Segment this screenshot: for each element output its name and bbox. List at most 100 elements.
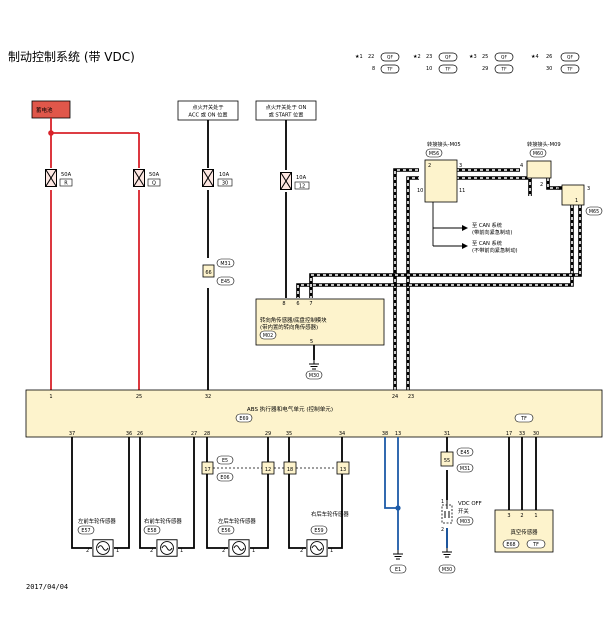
legend-star: ★4 bbox=[531, 54, 539, 60]
abs-pin: 34 bbox=[339, 431, 345, 437]
inline-connector bbox=[261, 461, 275, 475]
legend-entry: ★3 25 QF 29 TF bbox=[469, 52, 514, 74]
ground-wires bbox=[384, 437, 399, 550]
abs-pin: 35 bbox=[286, 431, 292, 437]
connector-pin: 3 bbox=[587, 186, 590, 192]
wheel-sensor-left-front: 左前车轮传感器 E57 2 1 bbox=[71, 517, 130, 557]
splice-point bbox=[48, 130, 54, 136]
module-pin: 5 bbox=[310, 339, 313, 345]
abs-pin: 24 bbox=[392, 394, 398, 400]
can-label: 至 CAN 系统 bbox=[472, 239, 502, 247]
abs-pin: 23 bbox=[408, 394, 414, 400]
fuse: 50A R bbox=[45, 169, 73, 187]
legend-code: QF bbox=[567, 55, 574, 61]
connector-label: M60 bbox=[533, 151, 543, 157]
ground-label: E1 bbox=[395, 567, 401, 573]
sensor-pin: 1 bbox=[534, 513, 537, 519]
connector-label: E56 bbox=[221, 528, 230, 534]
junction-connector-m60 bbox=[526, 160, 552, 179]
abs-pin: 36 bbox=[126, 431, 132, 437]
fuse-rating: 10A bbox=[219, 172, 230, 178]
fuse-rating: 10A bbox=[296, 175, 307, 181]
ground-icon bbox=[308, 360, 320, 370]
abs-pin: 1 bbox=[49, 394, 52, 400]
connector-label: E69 bbox=[239, 416, 248, 422]
can-label: 至 CAN 系统 bbox=[472, 221, 502, 229]
module-pin: 7 bbox=[309, 301, 312, 307]
fuse: 50A Q bbox=[133, 169, 161, 187]
sensor-pin: 1 bbox=[330, 548, 333, 554]
abs-pin: 17 bbox=[506, 431, 512, 437]
wheel-sensor-icon bbox=[228, 539, 250, 557]
legend-code: QF bbox=[501, 55, 508, 61]
connector-pin: 10 bbox=[417, 188, 423, 194]
legend-code: TF bbox=[566, 67, 573, 73]
connector-label: E59 bbox=[314, 528, 323, 534]
connector-label: E58 bbox=[147, 528, 156, 534]
connector-pin: 3 bbox=[459, 163, 462, 169]
ground-label: M30 bbox=[442, 567, 452, 573]
abs-pin: 26 bbox=[137, 431, 143, 437]
inline-pin: 17 bbox=[204, 467, 210, 473]
can-branch bbox=[432, 202, 462, 247]
legend-number: 8 bbox=[372, 66, 375, 72]
legend-star: ★3 bbox=[469, 54, 477, 60]
sensor-label: 右前车轮传感器 bbox=[144, 517, 182, 525]
legend-number: 10 bbox=[426, 66, 432, 72]
connector-label: M31 bbox=[460, 466, 470, 472]
abs-pin: 31 bbox=[444, 431, 450, 437]
module-label: (带内置的转向角传感器) bbox=[260, 323, 318, 331]
legend-star: ★1 bbox=[355, 54, 363, 60]
legend-entry: ★2 23 QF 10 TF bbox=[413, 52, 458, 74]
on-start-label: 或 START 位置 bbox=[269, 111, 304, 119]
wheel-sensor-right-front: 右前车轮传感器 E58 2 1 bbox=[139, 517, 195, 557]
legend-number: 22 bbox=[368, 54, 374, 60]
sensor-pin: 2 bbox=[520, 513, 523, 519]
abs-pin: 32 bbox=[205, 394, 211, 400]
inline-pin: 18 bbox=[287, 467, 293, 473]
steering-angle-module bbox=[255, 298, 385, 346]
junction-title: 转接接头-M09 bbox=[527, 140, 561, 148]
splice-point bbox=[395, 505, 401, 511]
switch-pin: 1 bbox=[441, 499, 444, 505]
connector-m65 bbox=[561, 184, 585, 206]
module-pin: 6 bbox=[296, 301, 299, 307]
sensor-pin: 1 bbox=[252, 548, 255, 554]
acc-on-label: 点火开关处于 bbox=[192, 103, 223, 111]
connector-label: E45 bbox=[221, 279, 230, 285]
wheel-sensor-icon bbox=[92, 539, 114, 557]
abs-control-unit bbox=[25, 389, 603, 438]
ground-icon bbox=[441, 548, 453, 558]
legend-number: 26 bbox=[546, 54, 552, 60]
connector-label: M65 bbox=[589, 209, 599, 215]
vdc-off-label: VDC OFF bbox=[458, 501, 482, 507]
module-label: 转向角传感器/底盘控制模块 bbox=[260, 316, 327, 324]
module-pin: 8 bbox=[282, 301, 285, 307]
vacuum-sensor-label: 真空传感器 bbox=[511, 528, 539, 536]
fuse-id: 12 bbox=[299, 184, 305, 190]
wheel-sensor-wires bbox=[71, 437, 537, 548]
inline-connector bbox=[336, 461, 350, 475]
arrow-icon bbox=[462, 225, 468, 231]
abs-pin: 25 bbox=[136, 394, 142, 400]
connector-label: E68 bbox=[506, 542, 515, 548]
legend-number: 29 bbox=[482, 66, 488, 72]
connector-label: E45 bbox=[460, 450, 469, 456]
abs-pin: 29 bbox=[265, 431, 271, 437]
legend: ★1 22 QF 8 TF ★2 23 QF 10 TF ★3 25 QF 29… bbox=[355, 52, 580, 74]
legend-number: 25 bbox=[482, 54, 488, 60]
legend-entry: ★1 22 QF 8 TF bbox=[355, 52, 400, 74]
vdc-off-label: 开关 bbox=[458, 507, 469, 515]
legend-star: ★2 bbox=[413, 54, 421, 60]
arrow-icon bbox=[462, 243, 468, 249]
sensor-label: 右后车轮传感器 bbox=[311, 510, 349, 518]
harness-code: TF bbox=[520, 416, 527, 422]
fuse: 10A 30 bbox=[202, 169, 233, 187]
legend-code: QF bbox=[387, 55, 394, 61]
fuse-rating: 50A bbox=[149, 172, 160, 178]
can-bus-lines bbox=[296, 168, 582, 390]
abs-pin: 33 bbox=[519, 431, 525, 437]
sensor-pin: 3 bbox=[507, 513, 510, 519]
connector-label: E5 bbox=[222, 458, 228, 464]
inline-connector bbox=[283, 461, 297, 475]
